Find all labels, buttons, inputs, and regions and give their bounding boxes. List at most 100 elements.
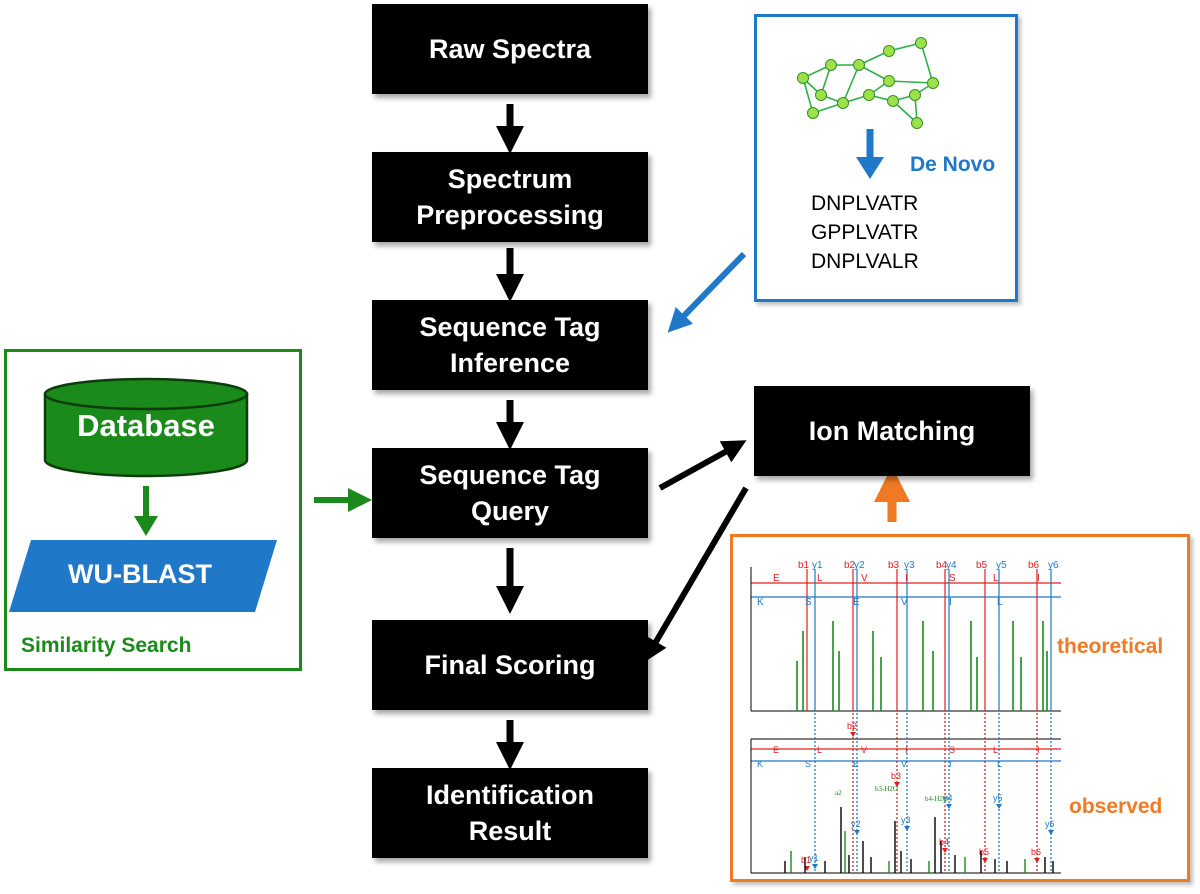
stage-raw-spectra: Raw Spectra	[372, 4, 648, 94]
observed-b-ion-marker	[1034, 858, 1040, 863]
de-novo-sequence: GPPLVATR	[811, 221, 919, 244]
observed-b-ion-label: b2	[847, 721, 857, 731]
theoretical-residue-bottom: V	[901, 597, 908, 608]
observed-y-ion-marker	[854, 830, 860, 835]
similarity-search-caption: Similarity Search	[21, 634, 192, 657]
observed-y-ion-label: y1	[809, 853, 819, 863]
theoretical-b-ion-label: b5	[976, 561, 988, 571]
observed-residue-top: L	[817, 745, 822, 755]
observed-annotation: b4-H2O	[925, 795, 948, 803]
theoretical-b-ion-label: b3	[888, 561, 900, 571]
de-novo-sequence: DNPLVALR	[811, 250, 919, 273]
wu-blast-shape	[9, 540, 277, 612]
theoretical-y-ion-label: y6	[1048, 561, 1059, 571]
stage-sequence-tag-query: Sequence Tag Query	[372, 448, 648, 538]
arrow-graph-to-sequences	[856, 129, 884, 179]
observed-b-ion-label: b6	[1031, 847, 1041, 857]
theoretical-label: theoretical	[1057, 635, 1164, 658]
stage-sequence-tag-inference: Sequence Tag Inference	[372, 300, 648, 390]
observed-residue-bottom: E	[853, 759, 859, 769]
theoretical-residue-bottom: I	[949, 597, 952, 608]
observed-annotation: a2	[835, 789, 842, 797]
stage-ion-matching: Ion Matching	[754, 386, 1030, 476]
database-label: Database	[77, 408, 215, 443]
theoretical-y-ion-label: y1	[812, 561, 823, 571]
observed-residue-top: S	[949, 745, 955, 755]
arrow-denovo-to-inference	[667, 251, 747, 333]
stage-label: Raw Spectra	[428, 34, 592, 64]
theoretical-y-ion-label: y4	[946, 561, 957, 571]
observed-y-ion-marker	[996, 804, 1002, 809]
observed-b-ion-label: b1	[801, 855, 811, 865]
theoretical-b-ion-label: b2	[844, 561, 856, 571]
observed-residue-bottom: S	[805, 759, 811, 769]
arrow-query-to-ion-matching	[658, 440, 747, 491]
observed-residue-bottom: K	[757, 759, 763, 769]
observed-residue-top: E	[773, 745, 779, 755]
arrow-ion-matching-to-scoring	[643, 486, 749, 663]
de-novo-label: De Novo	[910, 153, 996, 176]
stage-final-scoring: Final Scoring	[372, 620, 648, 710]
theoretical-residue-top: V	[861, 573, 868, 584]
theoretical-y-ion-label: y2	[854, 561, 865, 571]
stage-label-line1: Sequence Tag	[419, 460, 601, 490]
stage-label-line2: Query	[470, 496, 550, 526]
observed-b-ion-marker	[894, 782, 900, 787]
observed-b-ion-label: b4	[939, 837, 949, 847]
stage-label-line2: Result	[468, 816, 552, 846]
stage-label-line1: Spectrum	[447, 164, 573, 194]
stage-label-line2: Preprocessing	[416, 200, 604, 230]
de-novo-sequence: DNPLVATR	[811, 192, 919, 215]
theoretical-residue-top: L	[817, 573, 823, 584]
stage-label: Ion Matching	[808, 416, 976, 446]
observed-annotation: b3-H2O	[875, 785, 898, 793]
spectrum-graph-icon	[797, 37, 939, 129]
similarity-search-panel: Database WU-BLAST Similarity Search	[4, 349, 302, 671]
observed-y-ion-label: y2	[851, 819, 861, 829]
theoretical-residue-top: S	[949, 573, 956, 584]
observed-y-ion-label: y6	[1045, 819, 1055, 829]
observed-y-ion-marker	[946, 804, 952, 809]
theoretical-y-ion-label: y5	[996, 561, 1007, 571]
observed-residue-top: I	[1037, 745, 1040, 755]
theoretical-residue-top: L	[993, 573, 999, 584]
stage-spectrum-preprocessing: Spectrum Preprocessing	[372, 152, 648, 242]
stage-label-line1: Sequence Tag	[419, 312, 601, 342]
theoretical-residue-top: E	[773, 573, 780, 584]
observed-y-ion-marker	[812, 864, 818, 869]
theoretical-residue-bottom: K	[757, 597, 764, 608]
observed-y-ion-marker	[904, 826, 910, 831]
observed-y-ion-label: y5	[993, 793, 1003, 803]
theoretical-residue-bottom: S	[805, 597, 812, 608]
theoretical-y-ion-label: y3	[904, 561, 915, 571]
observed-residue-top: L	[993, 745, 998, 755]
theoretical-b-ion-label: b4	[936, 561, 948, 571]
theoretical-b-ion-label: b6	[1028, 561, 1040, 571]
wu-blast-label: WU-BLAST	[68, 559, 212, 589]
observed-residue-bottom: V	[901, 759, 907, 769]
de-novo-panel: De Novo DNPLVATR GPPLVATR DNPLVALR	[754, 14, 1018, 302]
stage-identification-result: Identification Result	[372, 768, 648, 858]
theoretical-residue-bottom: E	[853, 597, 860, 608]
observed-residue-top: I	[905, 745, 908, 755]
observed-b-ion-marker	[850, 732, 856, 737]
observed-y-ion-label: y4	[943, 793, 953, 803]
theoretical-residue-top: I	[1037, 573, 1040, 584]
observed-y-ion-label: y3	[901, 815, 911, 825]
theoretical-b-ion-label: b1	[798, 561, 810, 571]
theoretical-residue-top: I	[905, 573, 908, 584]
observed-label: observed	[1069, 795, 1163, 818]
observed-residue-bottom: L	[997, 759, 1002, 769]
observed-y-ion-marker	[1048, 830, 1054, 835]
stage-label-line2: Inference	[449, 348, 571, 378]
de-novo-sequences: DNPLVATR GPPLVATR DNPLVALR	[811, 189, 919, 276]
observed-b-ion-label: b3	[891, 771, 901, 781]
observed-b-ion-marker	[942, 848, 948, 853]
stage-label: Final Scoring	[424, 650, 596, 680]
stage-label-line1: Identification	[426, 780, 594, 810]
observed-residue-bottom: I	[949, 759, 952, 769]
observed-b-ion-label: b5	[979, 847, 989, 857]
